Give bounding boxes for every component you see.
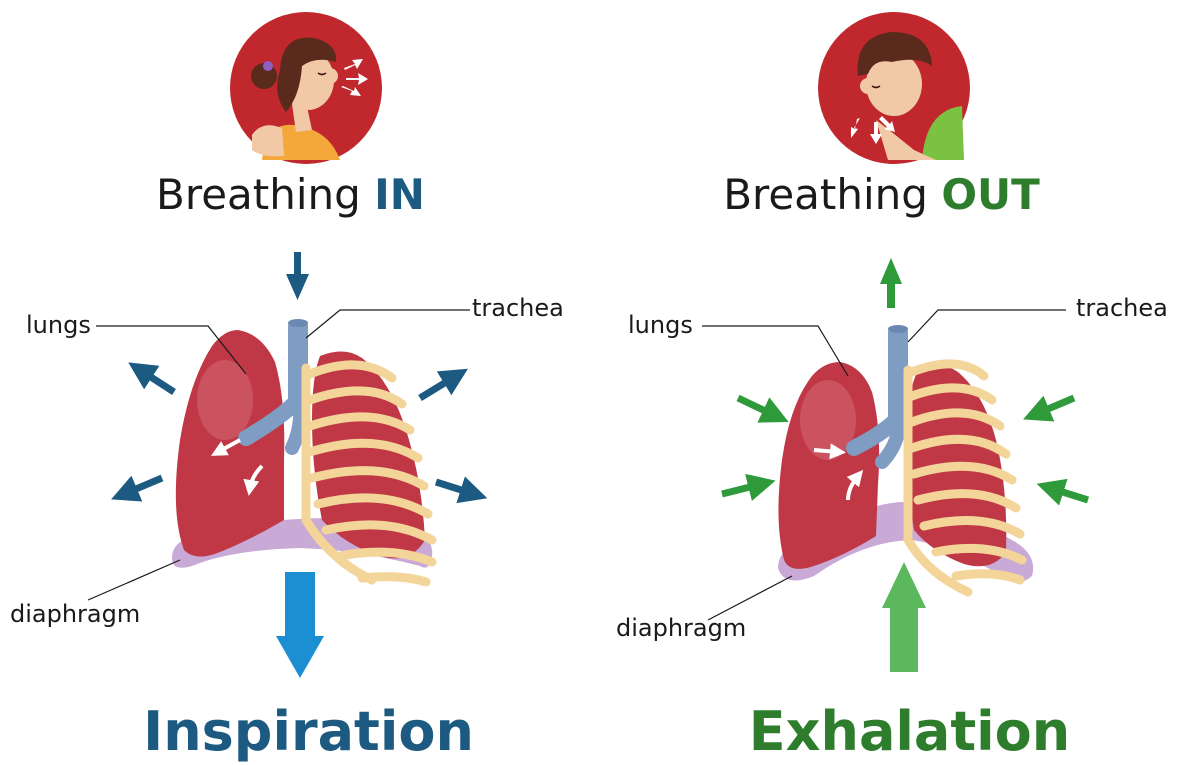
diaphragm-label: diaphragm — [10, 600, 140, 628]
heading-prefix: Breathing — [723, 170, 928, 219]
inspiration-title: Inspiration — [13, 700, 604, 763]
heading-prefix: Breathing — [156, 170, 361, 219]
lungs-label: lungs — [26, 311, 91, 339]
girl-inhaling-avatar — [230, 12, 382, 164]
breathing-out-heading: Breathing OUT — [586, 170, 1177, 219]
breathing-in-heading: Breathing IN — [0, 170, 586, 219]
exhale-panel: Breathing OUT lungs trachea diaphragm Ex… — [592, 0, 1183, 765]
heading-emphasis: IN — [374, 170, 425, 219]
air-in-arrow-icon — [286, 252, 309, 300]
diaphragm-label: diaphragm — [616, 614, 746, 642]
exhalation-title: Exhalation — [614, 700, 1183, 763]
diaphragm-up-arrow-icon — [882, 562, 926, 672]
diaphragm-down-arrow-icon — [276, 572, 324, 678]
exhale-illustration — [592, 0, 1183, 765]
boy-exhaling-avatar — [818, 12, 970, 164]
lungs-label: lungs — [628, 311, 693, 339]
inhale-illustration — [0, 0, 591, 765]
inhale-panel: Breathing IN lungs trachea diaphragm Ins… — [0, 0, 591, 765]
trachea-label: trachea — [472, 294, 564, 322]
trachea-label: trachea — [1076, 294, 1168, 322]
air-out-arrow-icon — [880, 258, 902, 308]
heading-emphasis: OUT — [941, 170, 1039, 219]
